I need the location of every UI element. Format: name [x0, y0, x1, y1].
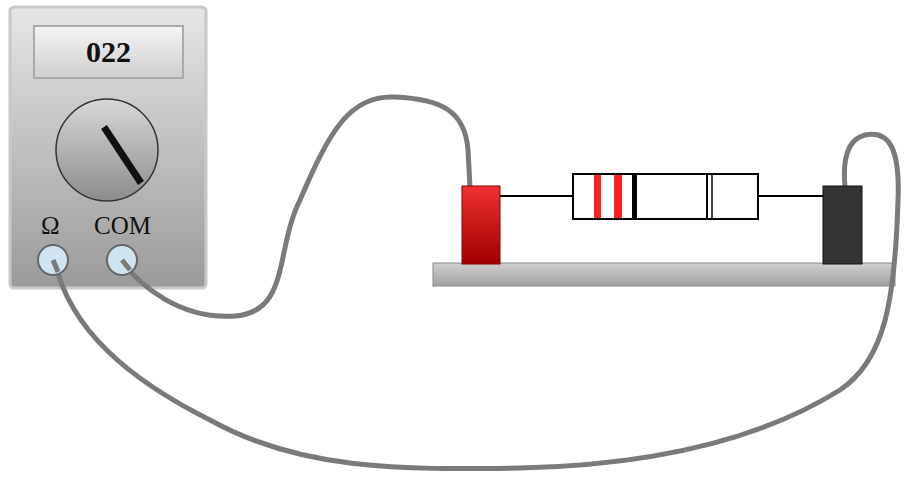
- selector-dial: [56, 99, 158, 201]
- terminal-label: COM: [94, 212, 151, 240]
- terminal-plug: [122, 260, 130, 270]
- resistor-band: [632, 175, 637, 218]
- multimeter-body: [10, 7, 206, 288]
- display-reading: 022: [86, 35, 131, 69]
- test-lead-wire: [122, 97, 470, 316]
- resistor-band: [706, 175, 708, 218]
- ohm-terminal: [38, 245, 68, 275]
- board: [433, 263, 895, 286]
- test-lead-wire: [55, 134, 898, 468]
- resistor-lead: [758, 195, 823, 197]
- black-clip: [823, 186, 862, 264]
- com-terminal: [107, 245, 137, 275]
- resistor-lead: [500, 195, 573, 197]
- resistor-band: [614, 175, 622, 218]
- resistor-band: [711, 175, 713, 218]
- red-clip: [462, 186, 500, 264]
- resistor-symbol: [573, 174, 758, 219]
- terminal-plug: [53, 260, 58, 272]
- resistor-band: [594, 175, 601, 218]
- display-screen: 022: [33, 25, 184, 79]
- dial-pointer: [104, 127, 141, 183]
- terminal-label: Ω: [41, 212, 60, 240]
